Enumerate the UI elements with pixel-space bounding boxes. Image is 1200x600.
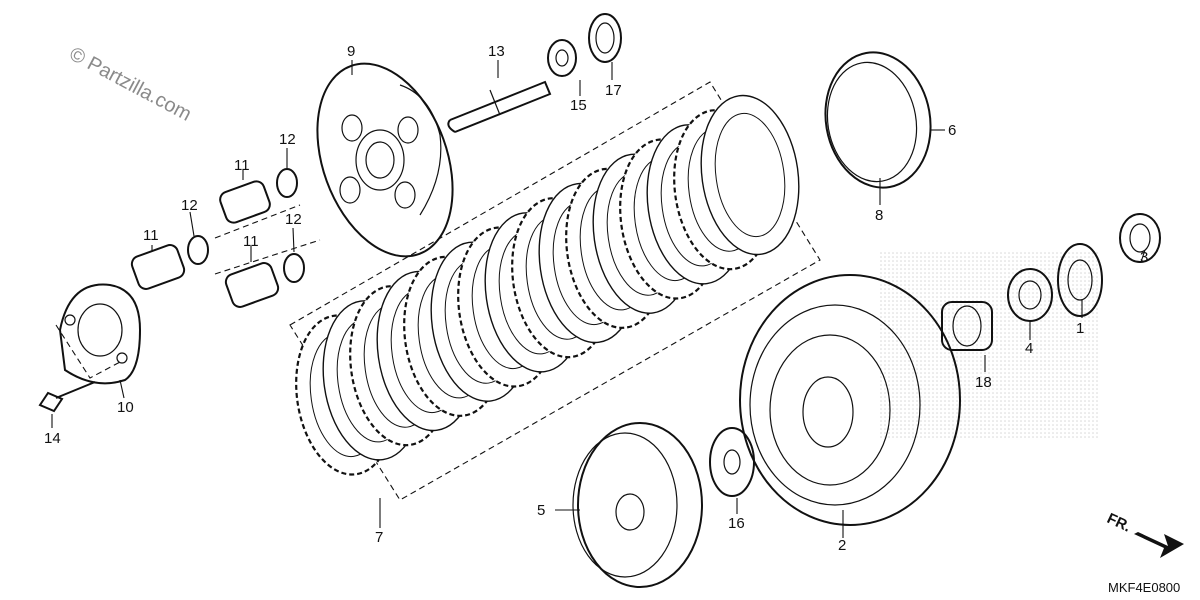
callout-11-lower: 11 (243, 233, 259, 250)
spring-washer-lower (283, 253, 305, 283)
callout-15: 15 (570, 97, 587, 114)
end-cap (1119, 213, 1161, 263)
clutch-spring-upper (219, 180, 271, 224)
callout-5: 5 (537, 502, 545, 519)
callout-4: 4 (1025, 340, 1033, 357)
callout-2: 2 (838, 537, 846, 554)
leader-lines (51, 60, 1146, 538)
clutch-center-washer (709, 427, 755, 497)
spring-washer-left (187, 235, 209, 265)
callout-11-left: 11 (143, 227, 159, 244)
callout-17: 17 (605, 82, 622, 99)
callout-11-upper: 11 (234, 157, 250, 174)
callout-1: 1 (1076, 320, 1084, 337)
alignment-line-upper (214, 204, 301, 239)
watermark-text: © Partzilla.com (66, 43, 195, 126)
front-arrow-icon (1134, 532, 1184, 558)
plate-stack-bracket (289, 81, 821, 501)
pressure-plate (316, 62, 454, 258)
clutch-plate-stack (289, 81, 821, 501)
clutch-center (572, 422, 703, 588)
oil-pump-drive-collar (1057, 243, 1103, 317)
thrust-washer (588, 13, 622, 63)
front-direction-indicator: FR. (1104, 510, 1184, 558)
clutch-spring-lower (224, 262, 280, 308)
callout-3: 3 (1140, 249, 1148, 266)
needle-bearing (941, 301, 993, 351)
callout-10: 10 (117, 399, 134, 416)
callout-9: 9 (347, 43, 355, 60)
guide-ring (824, 51, 932, 189)
hex-bolt (38, 381, 96, 413)
spring-washer-upper (276, 168, 298, 198)
clutch-plate (700, 94, 800, 256)
callout-14: 14 (44, 430, 61, 447)
lifter-plate (58, 283, 142, 385)
callout-labels: 1 2 3 4 5 6 7 8 9 10 11 11 11 12 12 12 1… (44, 43, 1148, 554)
callout-12-lower: 12 (285, 211, 302, 228)
alignment-line-lower (214, 239, 321, 275)
plate-inner-edge (714, 112, 786, 238)
callout-8: 8 (875, 207, 883, 224)
lock-nut (547, 39, 577, 77)
callout-13: 13 (488, 43, 505, 60)
front-label: FR. (1104, 510, 1133, 536)
clutch-spring-left (130, 244, 186, 290)
clutch-outer-basket (739, 274, 961, 526)
callout-12-upper: 12 (279, 131, 296, 148)
callout-7: 7 (375, 529, 383, 546)
alignment-line-plate (55, 324, 121, 379)
callout-6: 6 (948, 122, 956, 139)
callout-16: 16 (728, 515, 745, 532)
callout-18: 18 (975, 374, 992, 391)
diagram-code: MKF4E0800 (1108, 580, 1180, 595)
clutch-pushrod (447, 80, 552, 133)
callout-12-left: 12 (181, 197, 198, 214)
